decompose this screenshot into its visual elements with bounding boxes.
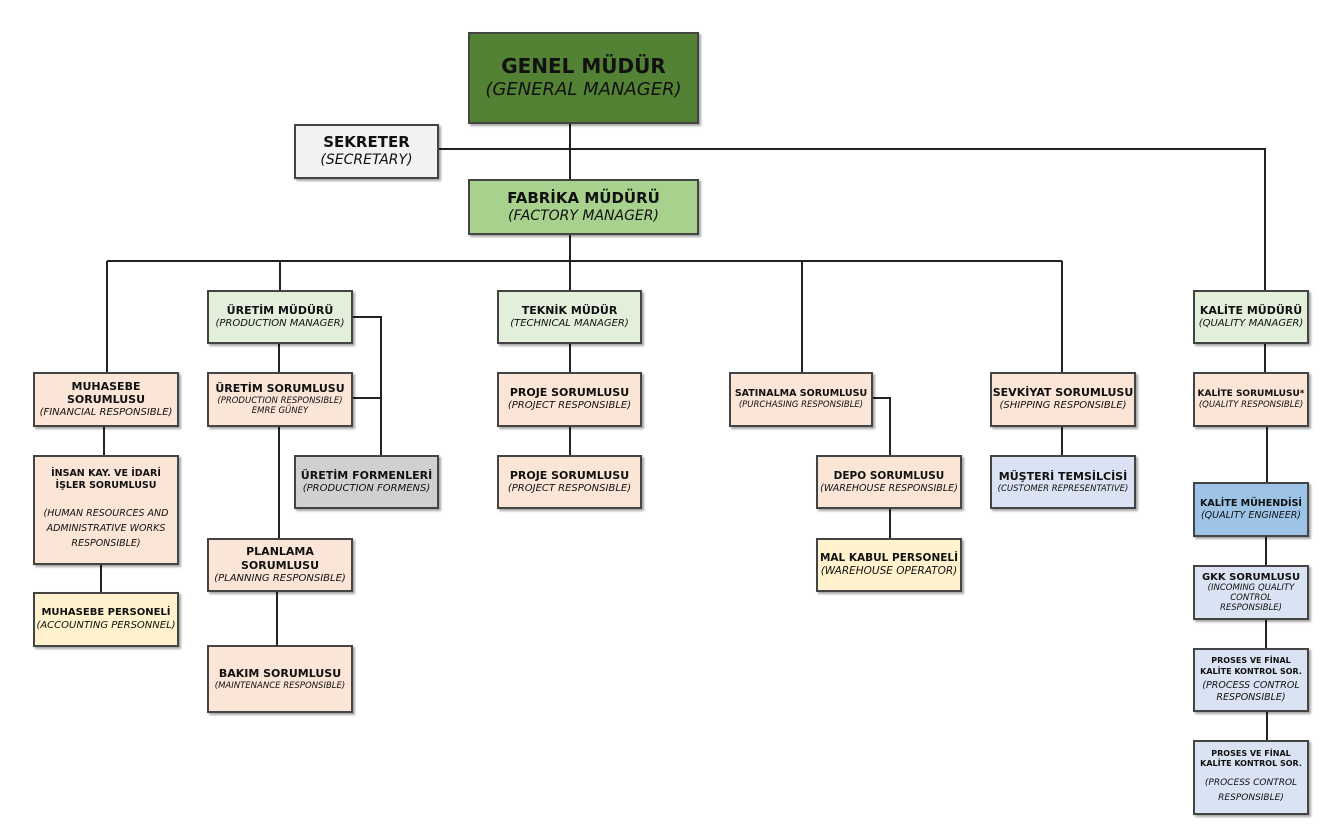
node-title: MÜŞTERİ TEMSİLCİSİ (998, 469, 1128, 483)
node-title: SEKRETER (323, 133, 410, 152)
node-title: KALİTE MÜDÜRÜ (1199, 303, 1303, 317)
secretary-box: SEKRETER (SECRETARY) (294, 124, 439, 179)
node-title: SATINALMA SORUMLUSU (734, 388, 868, 400)
node-subtitle: (PRODUCTION FORMENS) (302, 482, 431, 494)
node-title: BAKIM SORUMLUSU (218, 666, 342, 680)
warehouse-responsible-box: DEPO SORUMLUSU (WAREHOUSE RESPONSIBLE) (816, 455, 962, 509)
quality-manager-box: KALİTE MÜDÜRÜ (QUALITY MANAGER) (1193, 290, 1309, 344)
hr-admin-box: İNSAN KAY. VE İDARİ İŞLER SORUMLUSU (HUM… (33, 455, 179, 565)
node-title: KALİTE MÜHENDİSİ (1200, 497, 1302, 509)
node-title: KALİTE SORUMLUSU* (1197, 388, 1305, 399)
node-subtitle: (QUALITY ENGINEER) (1200, 509, 1302, 521)
node-title: GKK SORUMLUSU (1201, 571, 1301, 583)
node-subtitle: (HUMAN RESOURCES AND ADMINISTRATIVE WORK… (43, 508, 169, 550)
quality-responsible-box: KALİTE SORUMLUSU* (QUALITY RESPONSIBLE) (1193, 372, 1309, 427)
quality-engineer-box: KALİTE MÜHENDİSİ (QUALITY ENGINEER) (1193, 482, 1309, 537)
process-control-1-box: PROSES VE FİNAL KALİTE KONTROL SOR. (PRO… (1193, 648, 1309, 712)
node-subtitle: (GENERAL MANAGER) (485, 79, 682, 101)
production-responsible-box: ÜRETİM SORUMLUSU (PRODUCTION RESPONSIBLE… (207, 372, 353, 427)
node-title: PROJE SORUMLUSU (509, 468, 630, 482)
node-subtitle: (PRODUCTION RESPONSIBLE) (217, 395, 343, 406)
node-title: ÜRETİM FORMENLERİ (300, 468, 433, 482)
node-title: DEPO SORUMLUSU (833, 469, 945, 482)
node-title: PROJE SORUMLUSU (509, 386, 630, 400)
node-subtitle: (PROJECT RESPONSIBLE) (507, 400, 632, 412)
node-subtitle: (CUSTOMER REPRESENTATIVE) (997, 483, 1129, 494)
node-subtitle: (QUALITY RESPONSIBLE) (1198, 399, 1304, 410)
node-subtitle: (PROCESS CONTROL RESPONSIBLE) (1202, 680, 1300, 703)
node-subtitle: (MAINTENANCE RESPONSIBLE) (214, 680, 346, 691)
node-subtitle: (PROCESS CONTROL RESPONSIBLE) (1204, 777, 1298, 803)
maintenance-responsible-box: BAKIM SORUMLUSU (MAINTENANCE RESPONSIBLE… (207, 645, 353, 713)
node-title: İNSAN KAY. VE İDARİ İŞLER SORUMLUSU (51, 468, 161, 492)
planning-responsible-box: PLANLAMA SORUMLUSU (PLANNING RESPONSIBLE… (207, 538, 353, 592)
node-subtitle: (PLANNING RESPONSIBLE) (214, 572, 346, 584)
warehouse-operator-box: MAL KABUL PERSONELİ (WAREHOUSE OPERATOR) (816, 538, 962, 592)
node-title: PROSES VE FİNAL KALİTE KONTROL SOR. (1200, 656, 1302, 676)
node-subtitle: (FINANCIAL RESPONSIBLE) (39, 407, 173, 418)
node-subtitle: (PURCHASING RESPONSIBLE) (738, 400, 864, 411)
customer-representative-box: MÜŞTERİ TEMSİLCİSİ (CUSTOMER REPRESENTAT… (990, 455, 1136, 509)
node-subtitle: (SHIPPING RESPONSIBLE) (999, 400, 1127, 412)
node-title: TEKNİK MÜDÜR (521, 303, 618, 317)
node-subtitle: (WAREHOUSE OPERATOR) (820, 565, 958, 577)
shipping-responsible-box: SEVKİYAT SORUMLUSU (SHIPPING RESPONSIBLE… (990, 372, 1136, 427)
node-subtitle: (ACCOUNTING PERSONNEL) (36, 619, 176, 631)
node-title: PLANLAMA SORUMLUSU (240, 545, 320, 572)
node-title: MUHASEBE SORUMLUSU (66, 379, 146, 407)
factory-manager-box: FABRİKA MÜDÜRÜ (FACTORY MANAGER) (468, 179, 699, 235)
node-title: ÜRETİM SORUMLUSU (215, 382, 345, 395)
node-subtitle: (TECHNICAL MANAGER) (510, 317, 629, 329)
node-subtitle: (QUALITY MANAGER) (1198, 317, 1304, 329)
general-manager-box: GENEL MÜDÜR (GENERAL MANAGER) (468, 32, 699, 124)
node-subtitle: (INCOMING QUALITY CONTROL RESPONSIBLE) (1207, 583, 1295, 613)
node-title: MUHASEBE PERSONELİ (41, 607, 171, 618)
project-responsible-2-box: PROJE SORUMLUSU (PROJECT RESPONSIBLE) (497, 455, 642, 509)
node-subtitle: (PROJECT RESPONSIBLE) (507, 482, 632, 494)
node-subtitle: (SECRETARY) (320, 152, 413, 169)
financial-responsible-box: MUHASEBE SORUMLUSU (FINANCIAL RESPONSIBL… (33, 372, 179, 427)
project-responsible-1-box: PROJE SORUMLUSU (PROJECT RESPONSIBLE) (497, 372, 642, 427)
node-title: GENEL MÜDÜR (501, 54, 666, 79)
node-title: PROSES VE FİNAL KALİTE KONTROL SOR. (1200, 748, 1302, 769)
production-formens-box: ÜRETİM FORMENLERİ (PRODUCTION FORMENS) (294, 455, 439, 509)
node-title: FABRİKA MÜDÜRÜ (507, 188, 660, 207)
incoming-qc-box: GKK SORUMLUSU (INCOMING QUALITY CONTROL … (1193, 565, 1309, 620)
technical-manager-box: TEKNİK MÜDÜR (TECHNICAL MANAGER) (497, 290, 642, 344)
node-subtitle: (WAREHOUSE RESPONSIBLE) (820, 482, 958, 494)
process-control-2-box: PROSES VE FİNAL KALİTE KONTROL SOR. (PRO… (1193, 740, 1309, 815)
node-title: ÜRETİM MÜDÜRÜ (226, 303, 334, 317)
node-title: MAL KABUL PERSONELİ (819, 551, 959, 564)
node-subtitle: (FACTORY MANAGER) (508, 207, 659, 224)
node-subtitle: (PRODUCTION MANAGER) (215, 317, 345, 329)
accounting-personnel-box: MUHASEBE PERSONELİ (ACCOUNTING PERSONNEL… (33, 592, 179, 647)
node-person: EMRE GÜNEY (251, 406, 309, 417)
node-title: SEVKİYAT SORUMLUSU (992, 386, 1134, 400)
purchasing-responsible-box: SATINALMA SORUMLUSU (PURCHASING RESPONSI… (729, 372, 873, 427)
production-manager-box: ÜRETİM MÜDÜRÜ (PRODUCTION MANAGER) (207, 290, 353, 344)
